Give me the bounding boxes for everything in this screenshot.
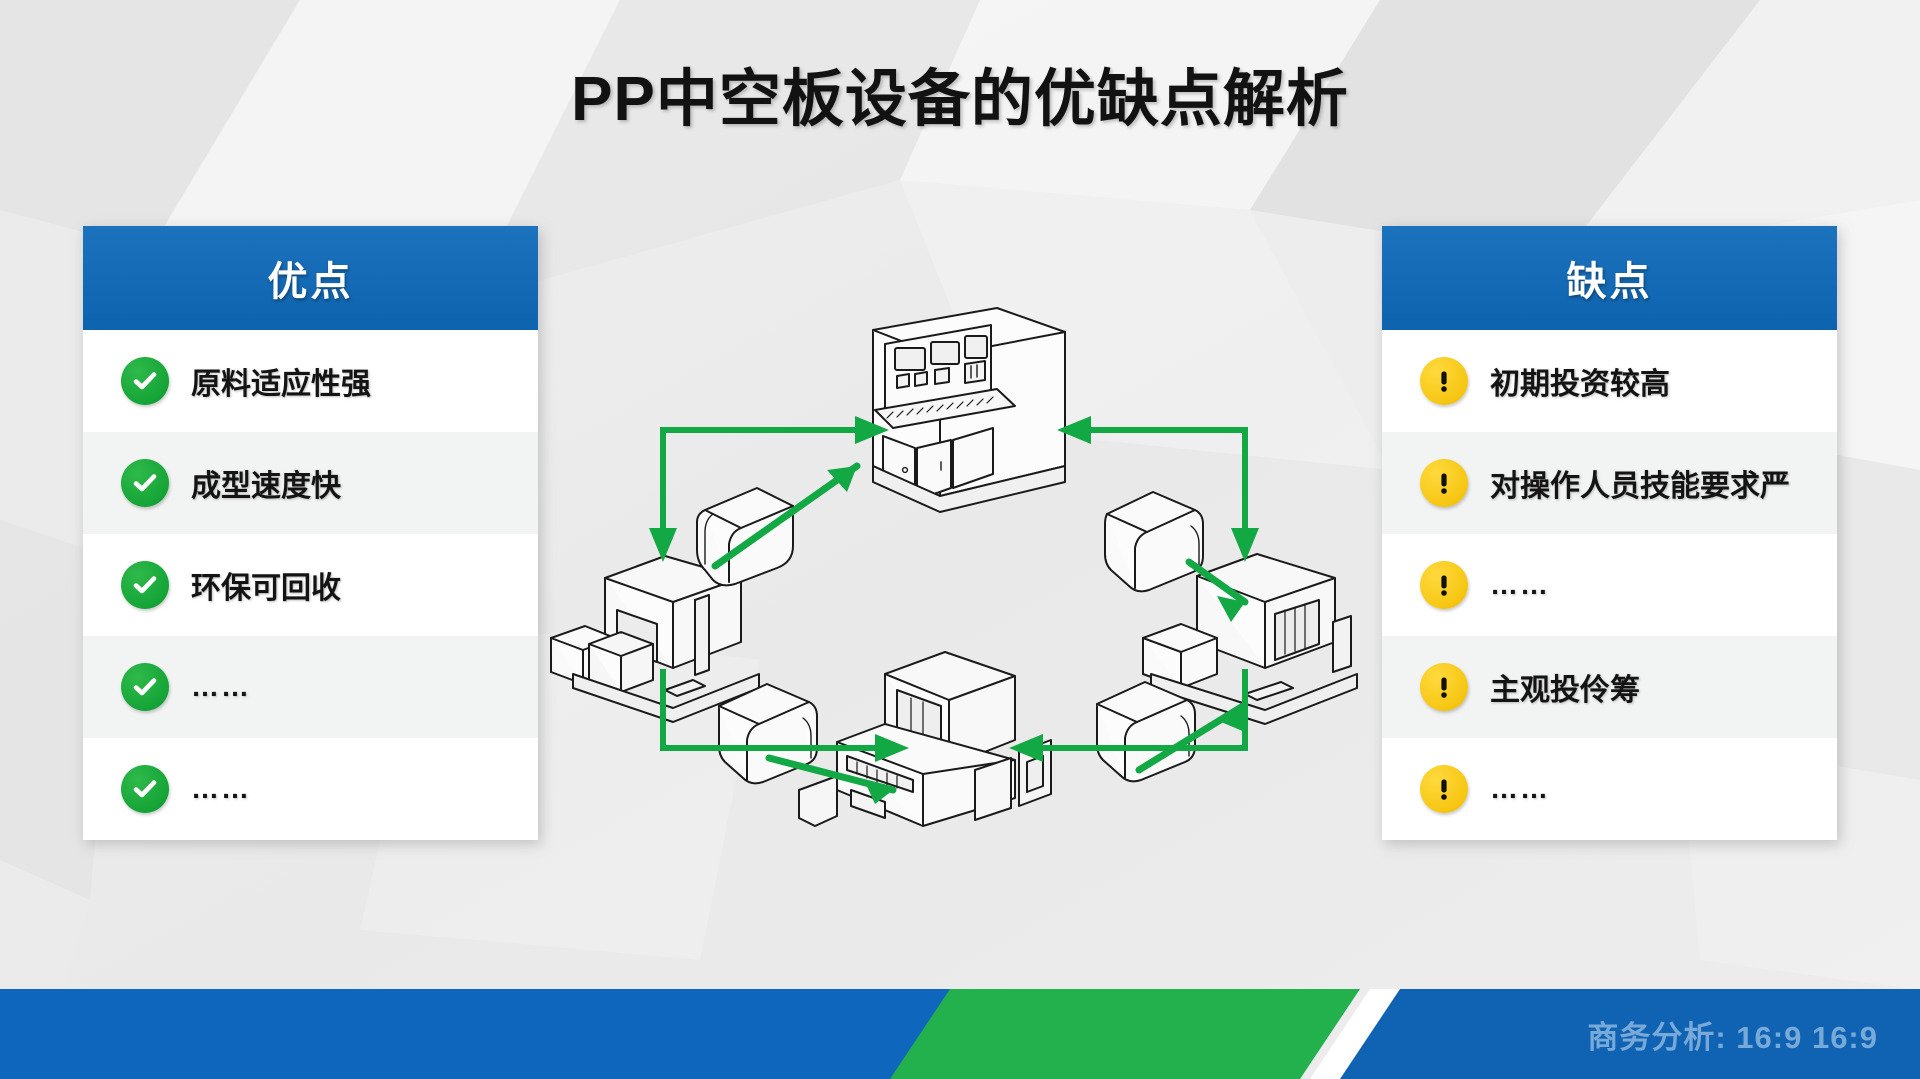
list-item[interactable]: 初期投资较高: [1382, 330, 1837, 432]
advantages-panel-header: 优点: [83, 226, 538, 330]
extrusion-machine-bottom: [798, 651, 1052, 827]
disadvantages-panel-header: 缺点: [1382, 226, 1837, 330]
list-item-label: 成型速度快: [191, 470, 341, 503]
workpiece-bottom-left: [718, 683, 818, 785]
page-title: PP中空板设备的优缺点解析: [571, 65, 1349, 134]
list-item[interactable]: ……: [83, 636, 538, 738]
disadvantages-panel: 缺点 初期投资较高 对操作人员技能要求严: [1382, 226, 1837, 840]
list-item-label: 主观投伶筹: [1490, 674, 1640, 707]
list-item[interactable]: ……: [1382, 738, 1837, 840]
list-item[interactable]: 成型速度快: [83, 432, 538, 534]
production-cycle-diagram: [545, 270, 1365, 830]
workpiece-top-right: [1104, 491, 1204, 593]
cycle-diagonal-arrow-heads: [827, 466, 1245, 804]
production-cycle-svg: [550, 307, 1358, 827]
check-circle-icon: [121, 663, 169, 711]
advantages-list: 原料适应性强 成型速度快 环保可回收 ……: [83, 330, 538, 840]
disadvantages-list: 初期投资较高 对操作人员技能要求严 ……: [1382, 330, 1837, 840]
advantages-panel: 优点 原料适应性强 成型速度快 环保可回收: [83, 226, 538, 840]
warning-circle-icon: [1420, 663, 1468, 711]
list-item[interactable]: 原料适应性强: [83, 330, 538, 432]
list-item-label: 初期投资较高: [1490, 368, 1670, 401]
check-circle-icon: [121, 459, 169, 507]
cycle-arrow-heads: [649, 416, 1259, 762]
control-console-machine: [872, 307, 1066, 513]
check-circle-icon: [121, 561, 169, 609]
list-item-label: ……: [191, 671, 251, 702]
warning-circle-icon: [1420, 357, 1468, 405]
list-item-label: ……: [191, 773, 251, 804]
list-item[interactable]: ……: [83, 738, 538, 840]
check-circle-icon: [121, 765, 169, 813]
warning-circle-icon: [1420, 561, 1468, 609]
molding-machine-right: [1142, 553, 1358, 725]
list-item[interactable]: 主观投伶筹: [1382, 636, 1837, 738]
workpiece-top-left: [696, 487, 794, 587]
check-circle-icon: [121, 357, 169, 405]
cycle-arrows: [660, 427, 1248, 751]
warning-circle-icon: [1420, 765, 1468, 813]
list-item[interactable]: ……: [1382, 534, 1837, 636]
list-item-label: 对操作人员技能要求严: [1490, 470, 1790, 503]
bottom-bar: [0, 989, 1920, 1079]
list-item[interactable]: 对操作人员技能要求严: [1382, 432, 1837, 534]
list-item-label: ……: [1490, 569, 1550, 600]
list-item[interactable]: 环保可回收: [83, 534, 538, 636]
warning-circle-icon: [1420, 459, 1468, 507]
list-item-label: ……: [1490, 773, 1550, 804]
list-item-label: 环保可回收: [191, 572, 341, 605]
bottom-bar-shapes: [0, 989, 1920, 1079]
bottom-bar-note: 商务分析: 16:9 16:9: [1587, 1020, 1878, 1055]
list-item-label: 原料适应性强: [191, 368, 371, 401]
